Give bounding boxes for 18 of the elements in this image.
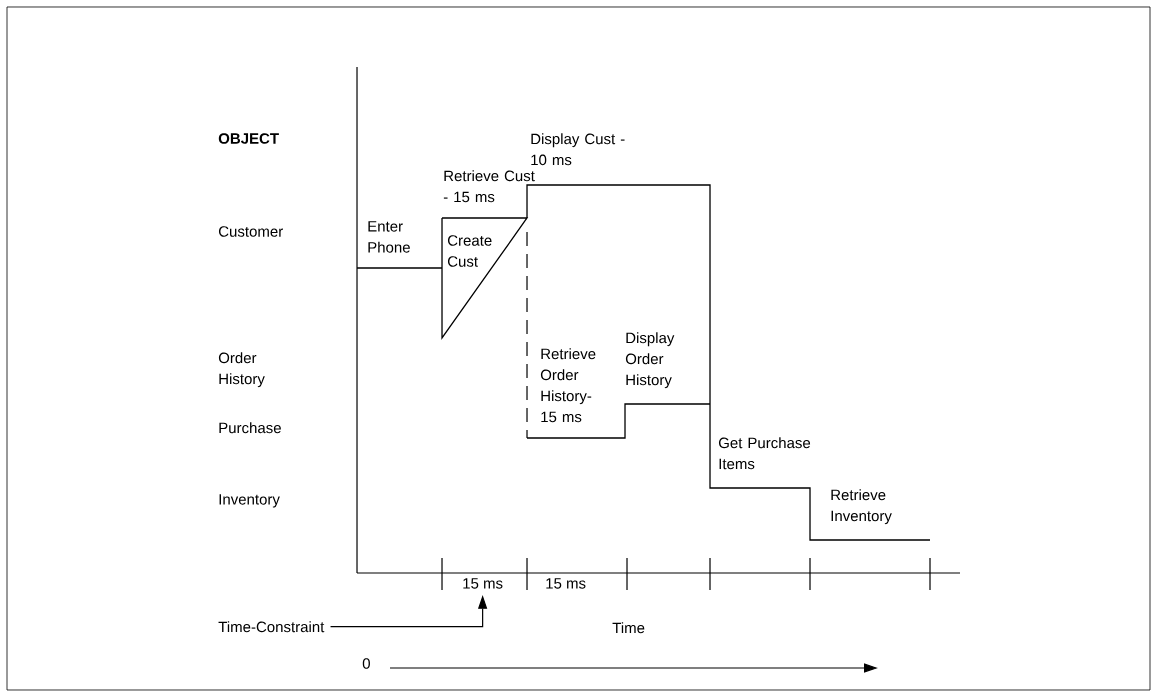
origin-label: 0 — [362, 658, 370, 669]
row-label: Inventory — [219, 494, 280, 508]
step-label: Retrieve Inventory — [831, 489, 892, 525]
step-label: Display Order History — [625, 332, 675, 389]
step-label: Create Cust — [448, 235, 492, 267]
step-label: Enter Phone — [368, 221, 410, 253]
constraint-label: Time-Constraint — [218, 621, 325, 633]
row-label: Purchase — [219, 422, 281, 434]
step-label: Retrieve Cust - 15 ms — [443, 170, 535, 203]
step-label: Get Purchase Items — [718, 437, 811, 470]
tick-label: 15 ms — [463, 578, 503, 589]
row-heading: OBJECT — [218, 133, 279, 144]
tick-label: 15 ms — [546, 578, 586, 589]
row-label: Customer — [219, 226, 283, 237]
step-label: Retrieve Order History- 15 ms — [540, 348, 596, 423]
step-label: Display Cust - 10 ms — [531, 133, 625, 166]
row-label: Order History — [218, 352, 265, 388]
axis-title: Time — [612, 622, 645, 634]
